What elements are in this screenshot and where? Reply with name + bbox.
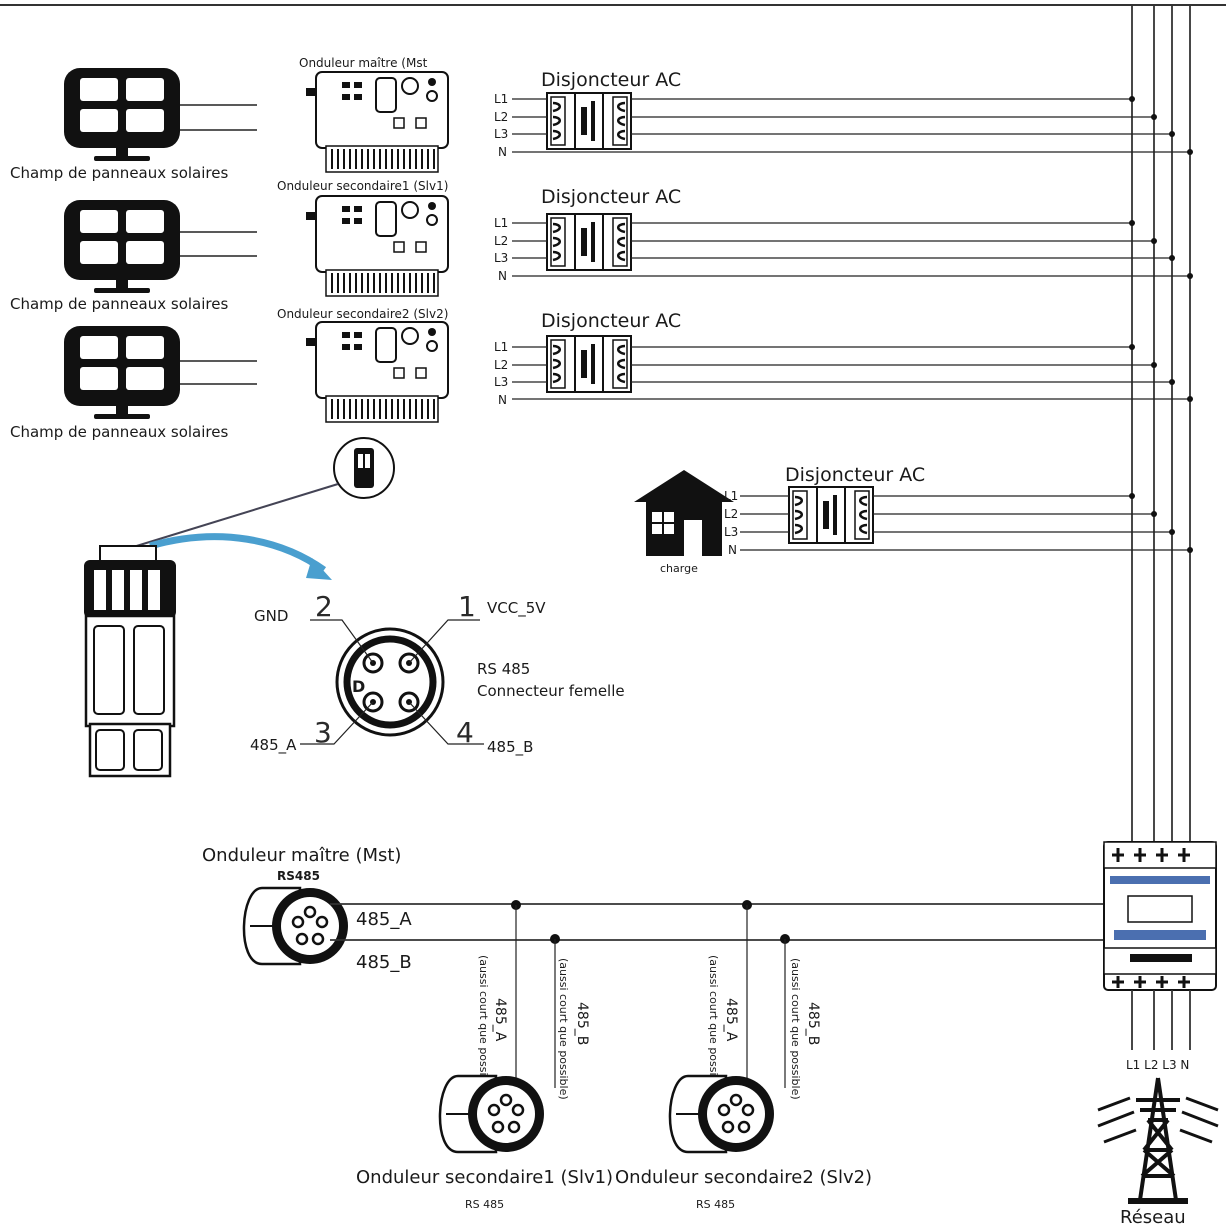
breaker-label-3: Disjoncteur AC [541, 310, 681, 332]
phase-n-house: N [728, 543, 737, 557]
arrow-head [306, 558, 332, 580]
inverter-icon-slave1 [305, 195, 449, 297]
drop1-a-note: (aussi court que possible [477, 955, 490, 1093]
phase-n-row2: N [498, 269, 507, 283]
breaker-icon-2 [545, 212, 633, 272]
solar-panel-1 [64, 68, 257, 161]
rs485-bus-lines [330, 900, 1210, 1088]
slave2-connector-icon [668, 1074, 776, 1154]
breaker-4-wires [740, 493, 1193, 553]
phase-l2-row1: L2 [494, 110, 508, 124]
phase-l1-row2: L1 [494, 216, 508, 230]
phase-l3-row2: L3 [494, 251, 508, 265]
grid-tower-icon [1097, 1077, 1219, 1204]
phase-n-row3: N [498, 393, 507, 407]
phase-l2-row3: L2 [494, 358, 508, 372]
breaker-2-wires [512, 220, 1193, 279]
breaker-label-1: Disjoncteur AC [541, 69, 681, 91]
phase-l2-house: L2 [724, 507, 738, 521]
grid-buses [1131, 5, 1191, 845]
bus-line-a-label: 485_A [356, 909, 412, 930]
drop1-b-note: (aussi court que possible) [557, 958, 570, 1100]
breaker-label-2: Disjoncteur AC [541, 186, 681, 208]
bus-master-title: Onduleur maître (Mst) [202, 845, 401, 866]
drop2-b-label: 485_B [805, 1002, 821, 1045]
drop2-a-label: 485_A [723, 998, 739, 1042]
pin4-label: 485_B [487, 738, 533, 757]
pin1-number: 1 [458, 590, 476, 623]
phase-l3-house: L3 [724, 525, 738, 539]
energy-meter-icon [1103, 841, 1217, 1050]
solar-panel-3 [64, 326, 257, 419]
pin3-number: 3 [314, 716, 332, 749]
connector-leader-lines [300, 619, 484, 745]
house-icon [634, 470, 734, 556]
phase-l1-house: L1 [724, 489, 738, 503]
phase-l3-row1: L3 [494, 127, 508, 141]
pin3-label: 485_A [250, 736, 297, 755]
inverter-icon-slave2 [305, 321, 449, 423]
solar-panel-label-1: Champ de panneaux solaires [10, 164, 228, 182]
connector-type-line2: Connecteur femelle [477, 682, 625, 700]
phase-l1-row3: L1 [494, 340, 508, 354]
drop1-b-label: 485_B [574, 1002, 590, 1045]
connector-type-line1: RS 485 [477, 660, 530, 678]
arrow-curve [149, 533, 327, 573]
bus-line-b-label: 485_B [356, 952, 412, 973]
inverter-icon-master [305, 71, 449, 173]
breaker-icon-1 [545, 91, 633, 151]
plug-zoom-icon [129, 437, 395, 549]
bus-slave1-title: Onduleur secondaire1 (Slv1) [356, 1167, 613, 1188]
pin2-label: GND [254, 607, 288, 625]
master-connector-icon [242, 886, 350, 966]
plug-icon [84, 545, 176, 778]
breaker-icon-3 [545, 334, 633, 394]
inverter-label-slave2: Onduleur secondaire2 (Slv2) [277, 307, 448, 321]
phase-n-row1: N [498, 145, 507, 159]
connector-face-letter: D [352, 677, 365, 696]
drop2-b-note: (aussi court que possible) [789, 958, 802, 1100]
phase-l2-row2: L2 [494, 234, 508, 248]
inverter-label-master: Onduleur maître (Mst [299, 56, 428, 70]
bus-slave1-port: RS 485 [465, 1198, 504, 1211]
pin2-number: 2 [315, 590, 333, 623]
pin1-label: VCC_5V [487, 599, 546, 618]
breaker-label-4: Disjoncteur AC [785, 464, 925, 486]
solar-panel-label-3: Champ de panneaux solaires [10, 423, 228, 441]
pin4-number: 4 [456, 716, 474, 749]
solar-panel-label-2: Champ de panneaux solaires [10, 295, 228, 313]
phase-l1-row1: L1 [494, 92, 508, 106]
drop1-a-label: 485_A [492, 998, 508, 1042]
inverter-label-slave1: Onduleur secondaire1 (Slv1) [277, 179, 448, 193]
grid-label: Réseau [1120, 1207, 1186, 1228]
phase-l3-row3: L3 [494, 375, 508, 389]
drop2-a-note: (aussi court que possible [707, 955, 720, 1093]
bus-slave2-title: Onduleur secondaire2 (Slv2) [615, 1167, 872, 1188]
bus-master-port: RS485 [277, 869, 320, 883]
house-label: charge [660, 562, 698, 575]
slave1-connector-icon [438, 1074, 546, 1154]
breaker-1-wires [512, 96, 1193, 155]
breaker-icon-4 [787, 485, 875, 545]
bus-slave2-port: RS 485 [696, 1198, 735, 1211]
meter-phase-labels: L1 L2 L3 N [1126, 1058, 1189, 1072]
solar-panel-2 [64, 200, 257, 293]
breaker-3-wires [512, 344, 1193, 402]
